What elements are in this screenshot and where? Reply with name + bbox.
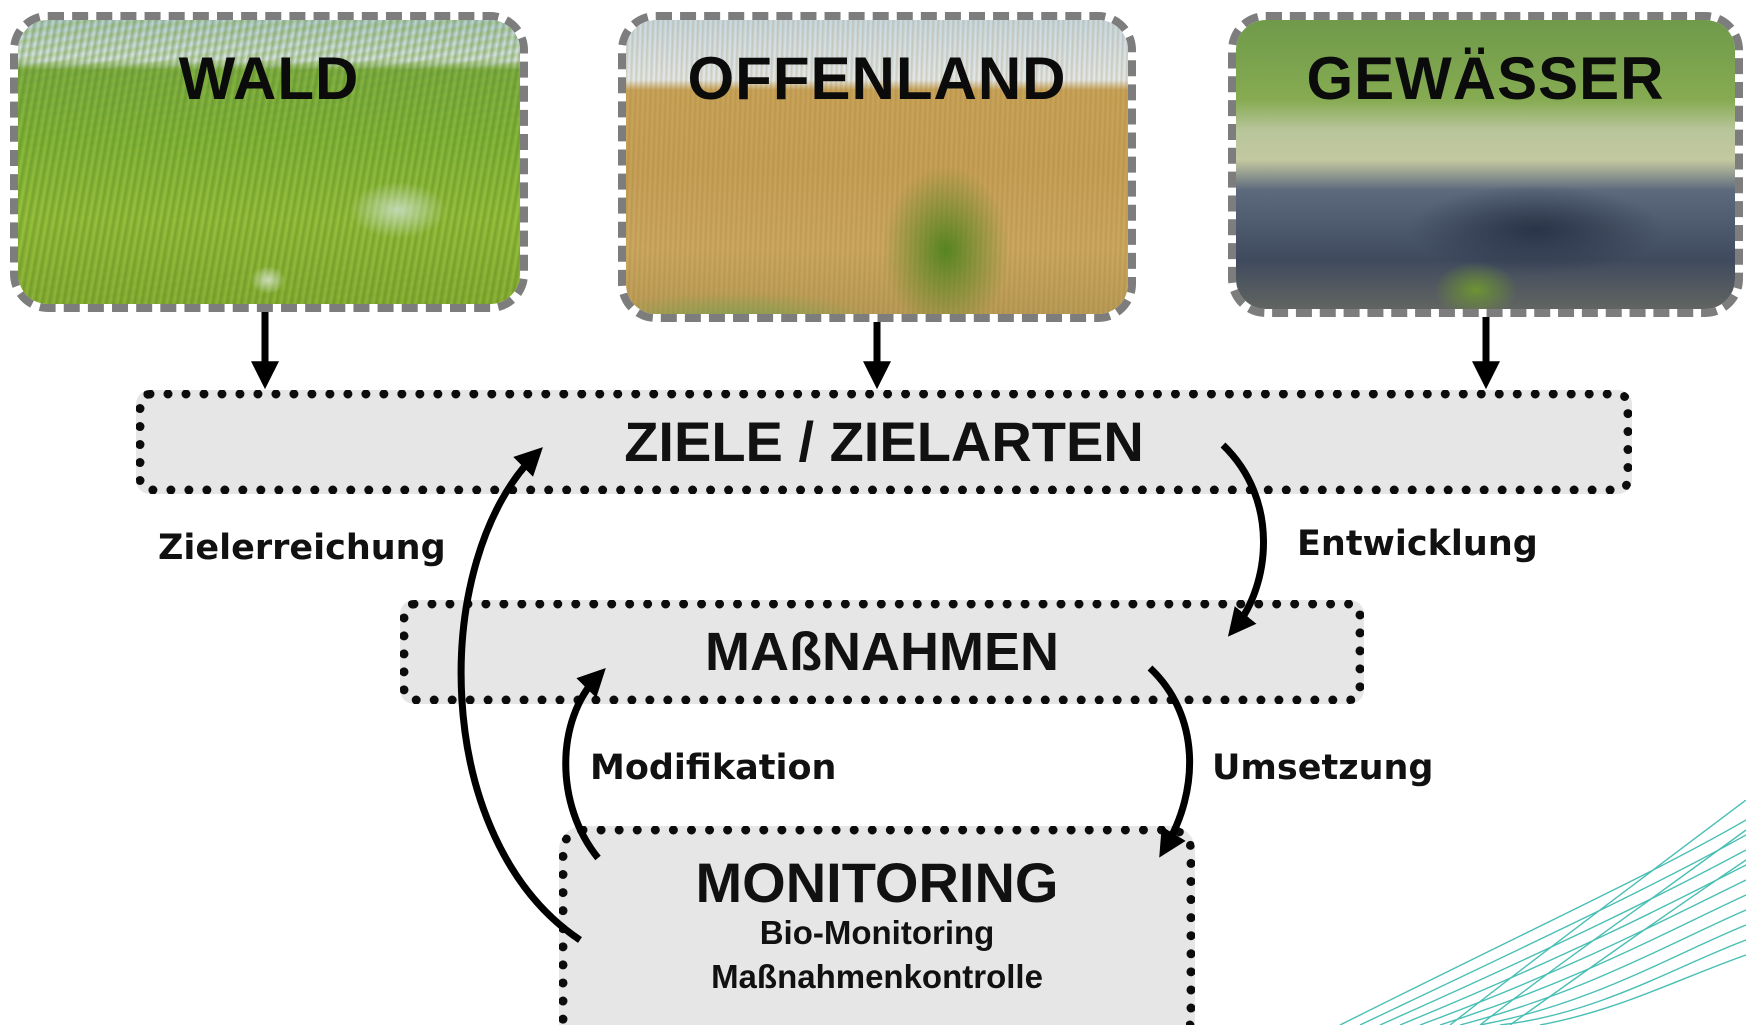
- arrow-modifikation: [562, 667, 606, 861]
- edge-label-entwicklung: Entwicklung: [1297, 524, 1538, 564]
- habitat-title-gewaesser: GEWÄSSER: [1306, 45, 1665, 112]
- habitat-panel-offenland: OFFENLAND: [618, 12, 1136, 322]
- edge-label-umsetzung: Umsetzung: [1212, 748, 1434, 788]
- monitoring-title: MONITORING: [695, 851, 1059, 914]
- decorative-wave-lines: [1339, 800, 1746, 1025]
- habitat-title-wald: WALD: [178, 45, 360, 112]
- pond-photo: [1236, 20, 1735, 309]
- habitat-panel-gewaesser: GEWÄSSER: [1228, 12, 1743, 317]
- edge-label-modifikation: Modifikation: [590, 748, 837, 788]
- arrow-zielerreichung: [457, 447, 582, 943]
- habitat-title-offenland: OFFENLAND: [687, 45, 1067, 112]
- monitoring-line-control: Maßnahmenkontrolle: [711, 958, 1043, 995]
- measures-title: MAßNAHMEN: [705, 622, 1059, 682]
- forest-photo: [18, 20, 520, 304]
- arrow-umsetzung: [1147, 665, 1194, 858]
- goals-box: ZIELE / ZIELARTEN: [136, 390, 1632, 494]
- monitoring-line-bio: Bio-Monitoring: [759, 914, 995, 951]
- goals-title: ZIELE / ZIELARTEN: [624, 410, 1144, 473]
- edge-label-zielerreichung: Zielerreichung: [158, 528, 446, 568]
- measures-box: MAßNAHMEN: [400, 600, 1364, 704]
- field-photo: [626, 20, 1128, 314]
- monitoring-box: MONITORING Bio-Monitoring Maßnahmenkontr…: [559, 826, 1195, 1025]
- arrow-entwicklung: [1220, 442, 1267, 637]
- habitat-panel-wald: WALD: [10, 12, 528, 312]
